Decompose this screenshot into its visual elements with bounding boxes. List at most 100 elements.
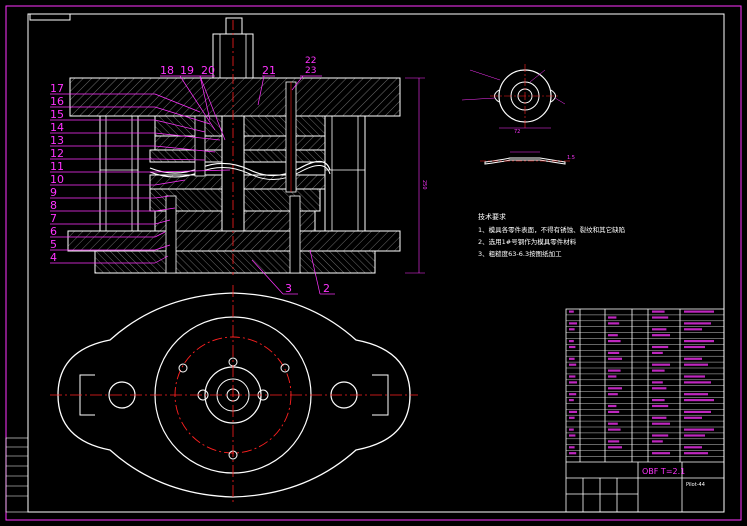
bom-cell-mark <box>652 452 670 455</box>
bom-cell-mark <box>652 351 663 354</box>
bom-cell-mark <box>684 322 711 325</box>
bom-cell-mark <box>684 416 702 419</box>
bom-cell-mark <box>684 363 708 366</box>
bom-cell-mark <box>569 446 575 449</box>
bom-cell-mark <box>569 410 577 413</box>
bom-cell-mark <box>684 410 711 413</box>
drawing-number-cell: Pilot-44 <box>686 482 705 488</box>
part-number-5: 5 <box>50 238 57 251</box>
bom-cell-mark <box>608 375 617 378</box>
bom-cell-mark <box>652 404 669 408</box>
tech-notes-title: 技术要求 <box>478 212 506 221</box>
bom-cell-mark <box>608 340 621 343</box>
bom-cell-mark <box>684 393 708 396</box>
part-detail-view: 72 1.5 <box>461 64 575 165</box>
bom-cell-mark <box>608 410 620 413</box>
part-number-6: 6 <box>50 225 57 238</box>
part-number-21: 21 <box>262 64 276 77</box>
bom-cell-mark <box>684 340 714 343</box>
bom-cell-mark <box>652 328 667 331</box>
bom-cell-mark <box>608 393 618 396</box>
bom-cell-mark <box>569 310 574 313</box>
bom-cell-mark <box>652 440 663 443</box>
bom-cell-mark <box>652 316 669 319</box>
bom-cell-mark <box>684 375 705 378</box>
bom-cell-mark <box>684 310 714 313</box>
bom-cell-mark <box>684 399 714 402</box>
bom-cell-mark <box>569 340 574 343</box>
bom-cell-mark <box>652 381 663 384</box>
height-dimension: 250 <box>421 180 427 190</box>
part-number-10: 10 <box>50 173 64 186</box>
bom-cell-mark <box>608 369 621 372</box>
part-name-cell: OBF T=2.1 <box>642 467 685 476</box>
part-number-11: 11 <box>50 160 64 173</box>
bom-cell-mark <box>608 316 617 319</box>
part-number-14: 14 <box>50 121 64 134</box>
bom-cell-mark <box>569 416 575 419</box>
part-number-labels-bottom: 3 2 <box>285 282 330 295</box>
bom-cell-mark <box>569 345 576 349</box>
thickness-dimension: 1.5 <box>567 155 575 161</box>
bom-cell-mark <box>652 399 665 402</box>
part-number-9: 9 <box>50 186 57 199</box>
plan-view <box>50 285 418 505</box>
bom-cell-mark <box>684 345 705 349</box>
part-number-4: 4 <box>50 251 57 264</box>
part-number-15: 15 <box>50 108 64 121</box>
bom-cell-mark <box>652 434 669 437</box>
bom-cell-mark <box>569 328 575 331</box>
bom-cell-mark <box>652 416 667 419</box>
tech-note-3: 3、粗糙度63-6.3按图纸加工 <box>478 249 562 258</box>
tech-note-1: 1、模具各零件表面，不得有锈蚀、裂纹和其它缺陷 <box>478 225 625 234</box>
revision-table <box>5 437 29 513</box>
bom-cell-mark <box>652 422 670 425</box>
part-number-18: 18 <box>160 64 174 77</box>
bom-cell-mark <box>569 434 576 437</box>
bom-cell-mark <box>608 404 617 408</box>
bom-cell-mark <box>652 345 669 349</box>
part-number-labels-top: 18 19 20 21 22 23 <box>160 56 316 77</box>
bom-cell-mark <box>569 363 577 366</box>
part-number-labels-left: 17 16 15 14 13 12 11 10 9 8 7 6 5 4 <box>50 82 64 264</box>
bom-cell-mark <box>608 422 618 425</box>
bom-cell-mark <box>569 393 577 396</box>
bom-cell-mark <box>569 322 577 325</box>
technical-notes: 技术要求 1、模具各零件表面，不得有锈蚀、裂纹和其它缺陷 2、选用1#号钢作为模… <box>478 212 625 258</box>
bom-cell-mark <box>608 446 622 449</box>
part-number-13: 13 <box>50 134 64 147</box>
bom-cell-mark <box>652 334 670 337</box>
bom-cell-marks <box>569 310 714 455</box>
bom-cell-mark <box>569 399 574 402</box>
bom-cell-mark <box>608 357 622 360</box>
part-diameter-dimension: 72 <box>514 129 520 135</box>
part-number-20: 20 <box>201 64 215 77</box>
part-number-17: 17 <box>50 82 64 95</box>
sheet-frame <box>5 5 742 521</box>
part-number-16: 16 <box>50 95 64 108</box>
bom-cell-mark <box>569 381 577 384</box>
drawing-frame <box>27 13 725 513</box>
bom-cell-mark <box>608 428 621 431</box>
part-number-8: 8 <box>50 199 57 212</box>
tech-note-2: 2、选用1#号钢作为模具零件材料 <box>478 237 577 246</box>
part-number-23: 23 <box>305 66 316 76</box>
bom-cell-mark <box>684 452 708 455</box>
bom-cell-mark <box>608 387 622 390</box>
bom-cell-mark <box>608 334 618 337</box>
part-number-22: 22 <box>305 56 316 66</box>
bom-cell-mark <box>569 357 575 360</box>
bom-cell-mark <box>684 381 711 384</box>
leader-lines <box>50 75 335 295</box>
part-number-12: 12 <box>50 147 64 160</box>
part-number-7: 7 <box>50 212 57 225</box>
bom-cell-mark <box>608 322 620 325</box>
bom-cell-mark <box>652 369 665 372</box>
bom-cell-mark <box>684 434 705 437</box>
section-view: 250 <box>67 17 427 275</box>
part-number-3: 3 <box>285 282 292 295</box>
bom-cell-mark <box>684 428 714 431</box>
part-number-2: 2 <box>323 282 330 295</box>
bom-cell-mark <box>608 440 620 443</box>
